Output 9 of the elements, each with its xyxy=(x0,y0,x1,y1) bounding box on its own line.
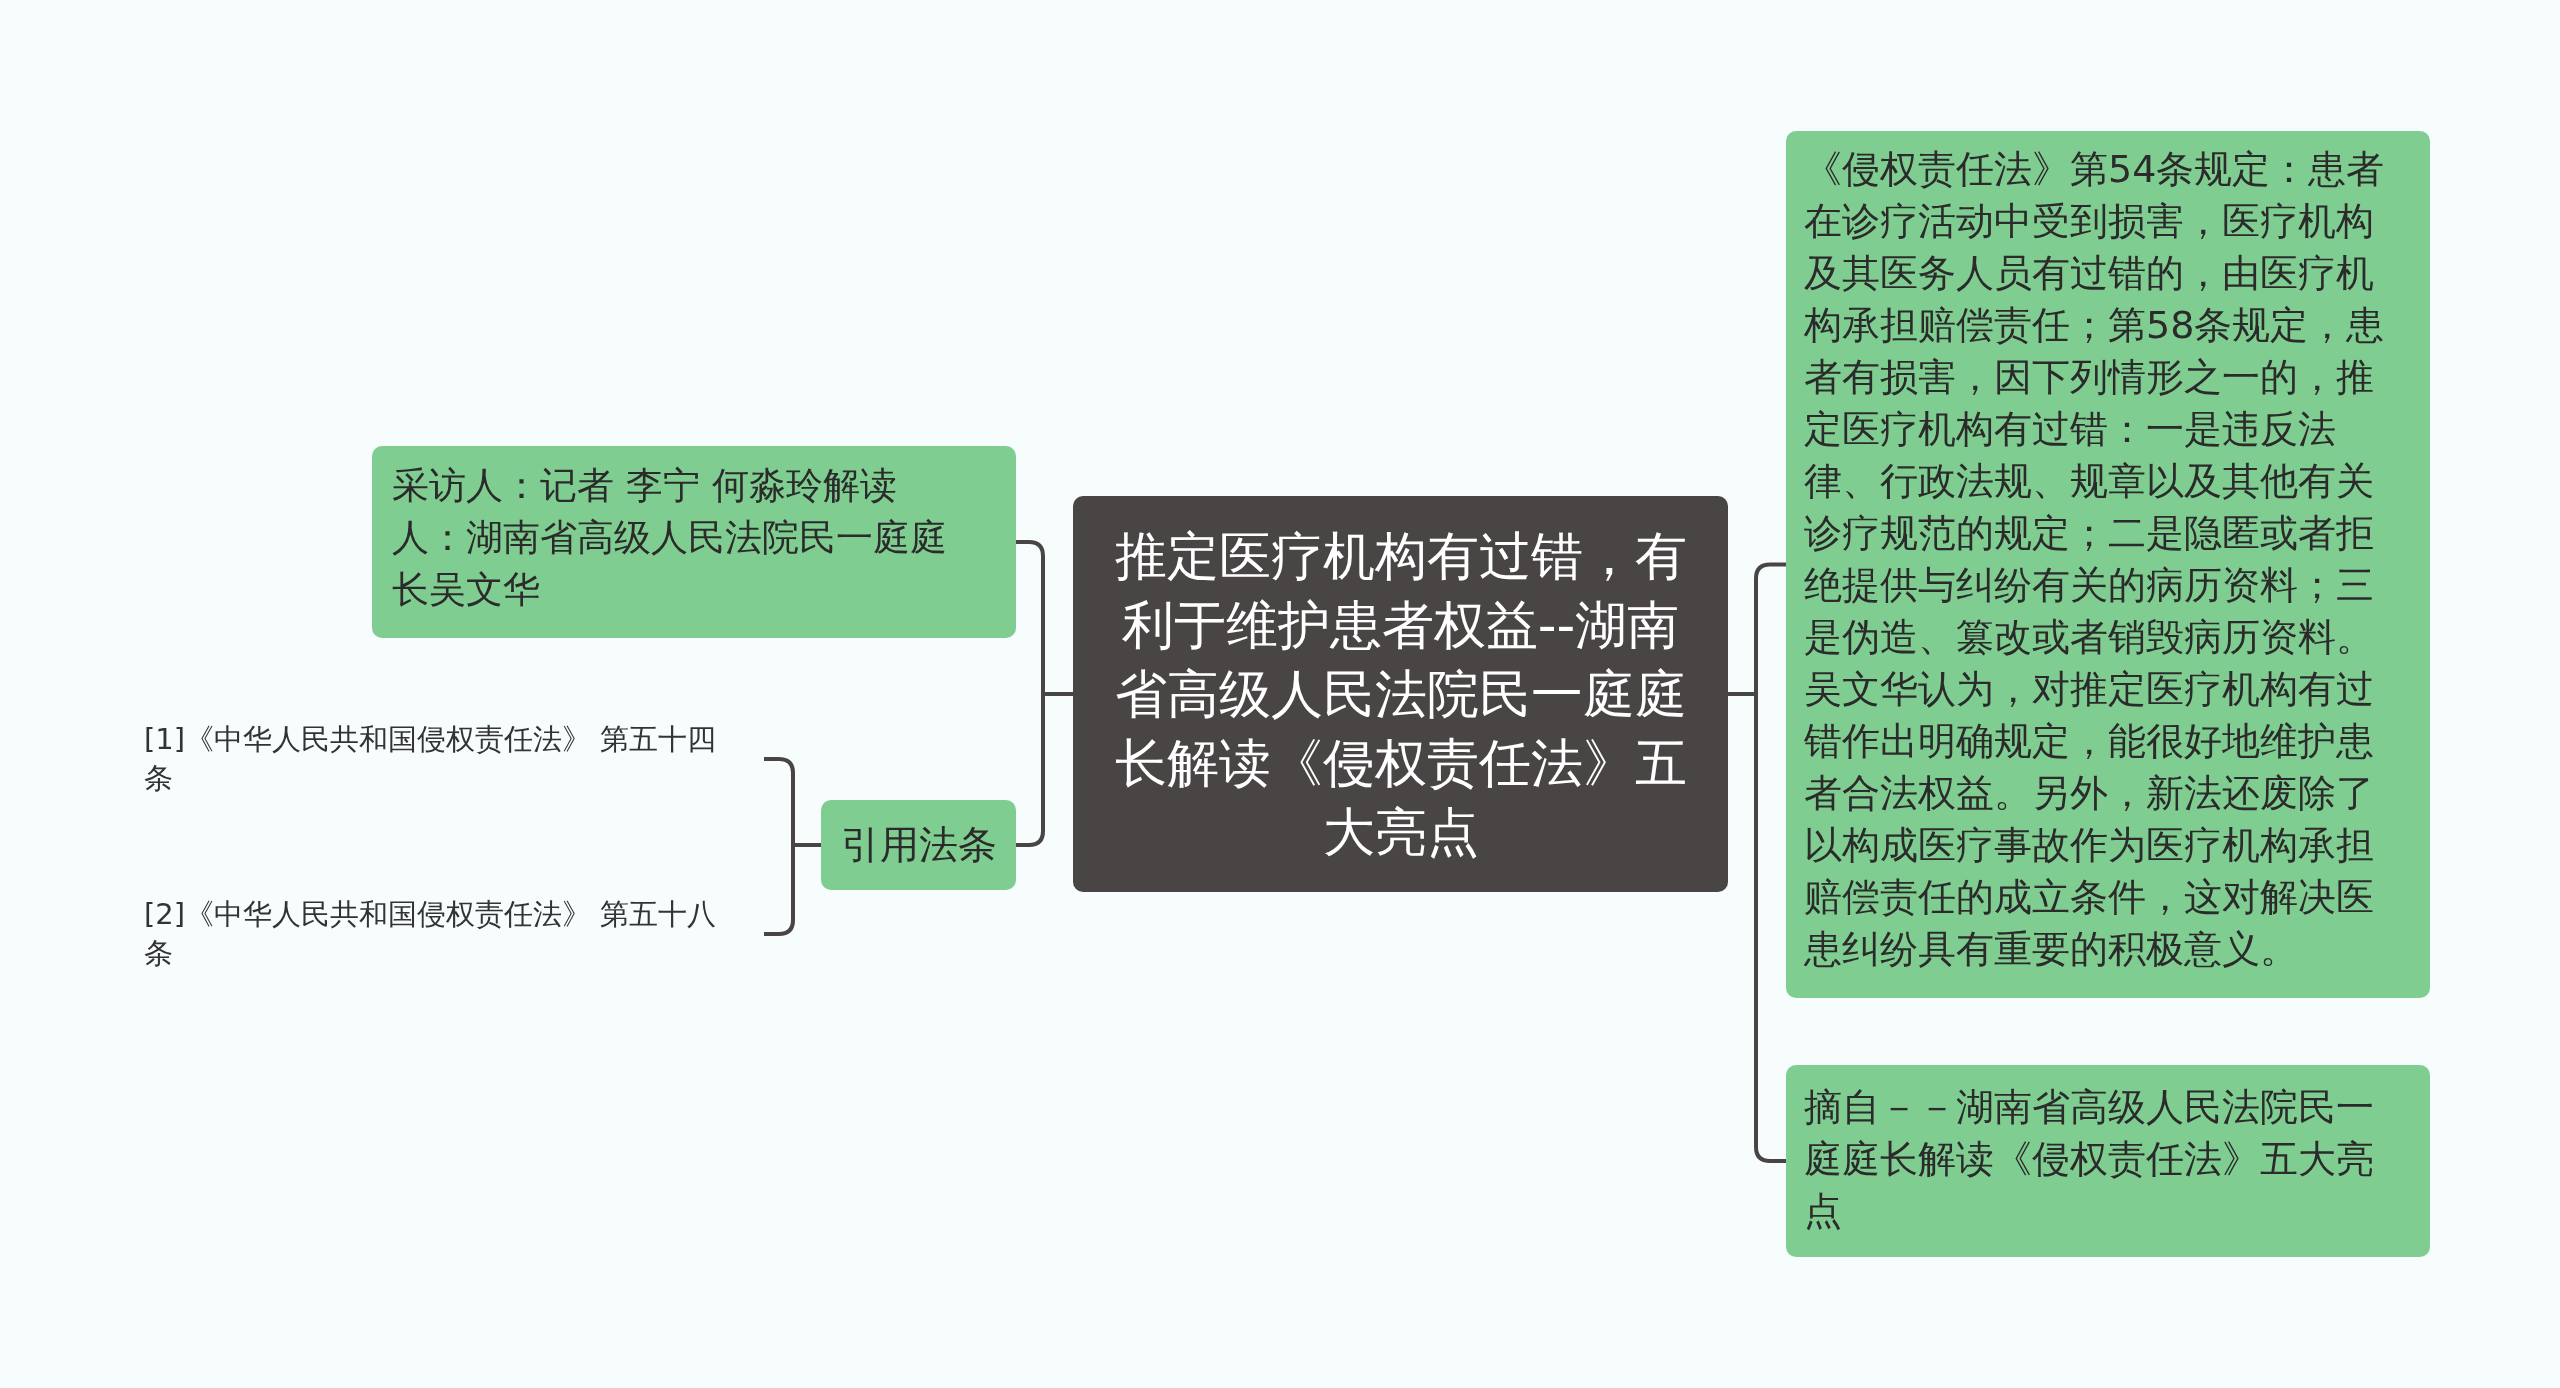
connector-line xyxy=(1016,692,1073,847)
topic-box: 采访人：记者 李宁 何淼玲解读人：湖南省高级人民法院民一庭庭长吴文华 xyxy=(372,446,1016,638)
reference-text: [2]《中华人民共和国侵权责任法》 第五十八条 xyxy=(144,893,764,975)
topic-box: 《侵权责任法》第54条规定：患者在诊疗活动中受到损害，医疗机构及其医务人员有过错的，由医疗机构承担赔偿责任；第58条规定，患者有损害，因下列情形之一的，推定医疗机构有过错：一是违反法律、行政法规、规章以及其他有关诊疗规范的规定；二是隐匿或者拒绝提供与纠纷有关的病历资料；三是伪造、篡改或者销毁病历资料。吴文华认为，对推定医疗机构有过错作出明确规定，能很好地维护患者合法权益。另外，新法还废除了以构成医疗事故作为医疗机构承担赔偿责任的成立条件，这对解决医患纠纷具有重要的积极意义。 xyxy=(1786,131,2430,998)
topic-box: 摘自－－湖南省高级人民法院民一庭庭长解读《侵权责任法》五大亮点 xyxy=(1786,1065,2430,1257)
reference-text: [1]《中华人民共和国侵权责任法》 第五十四条 xyxy=(144,718,764,800)
topic-box: 引用法条 xyxy=(821,800,1016,890)
connector-line xyxy=(1728,692,1786,1163)
central-topic-box: 推定医疗机构有过错，有利于维护患者权益--湖南省高级人民法院民一庭庭长解读《侵权责任法》五大亮点 xyxy=(1073,496,1728,892)
